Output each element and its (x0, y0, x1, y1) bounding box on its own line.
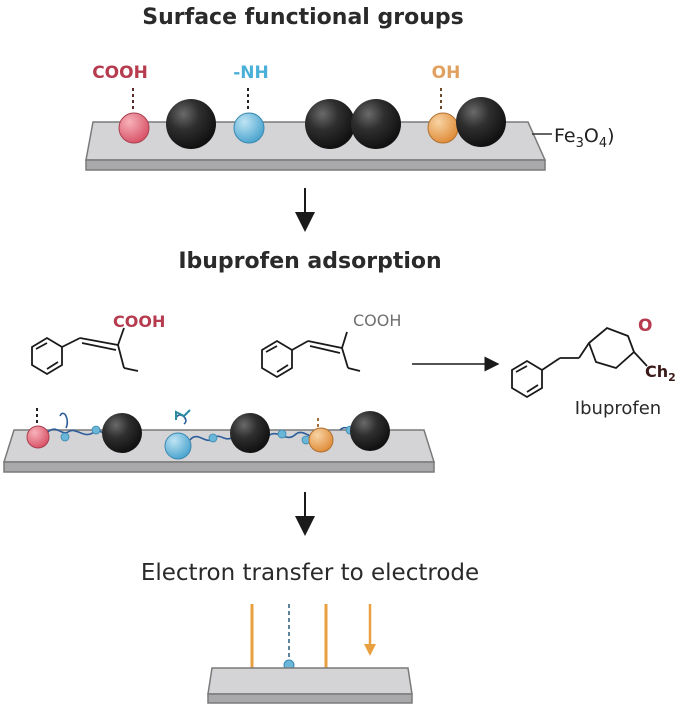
molecule-middle (261, 331, 361, 379)
oh-sphere-2 (308, 427, 334, 453)
product-name: Ibuprofen (575, 398, 661, 419)
iron-oxide-sphere (166, 99, 216, 149)
nh-sphere-2 (164, 432, 192, 460)
electrode-plate (207, 667, 413, 704)
cooh-red-label: COOH (113, 312, 165, 331)
cooh-label: COOH (92, 63, 148, 83)
oh-label: OH (432, 63, 461, 83)
iron-oxide-sphere (456, 97, 506, 147)
iron-oxide-sphere-2 (350, 411, 390, 451)
molecule-left (31, 327, 139, 376)
product-o-label: O (638, 316, 652, 336)
cooh-gray-label: COOH (353, 311, 401, 330)
iron-oxide-sphere-2 (102, 413, 142, 453)
section1-title: Surface functional groups (142, 5, 463, 30)
nh-label: -NH (233, 63, 269, 83)
iron-oxide-sphere-2 (230, 413, 270, 453)
section3-title: Electron transfer to electrode (141, 560, 479, 586)
product-ch2-label: Ch2 (645, 362, 676, 384)
iron-oxide-sphere (305, 99, 355, 149)
cooh-sphere-2 (26, 425, 50, 449)
nh-sphere (233, 112, 265, 144)
section2-title: Ibuprofen adsorption (178, 249, 441, 274)
iron-oxide-sphere (351, 99, 401, 149)
oh-sphere (427, 112, 459, 144)
fe3o4-label: Fe3O4) (554, 125, 615, 151)
cooh-sphere (118, 112, 150, 144)
product-molecule (511, 326, 648, 399)
nh-hook (175, 409, 191, 420)
